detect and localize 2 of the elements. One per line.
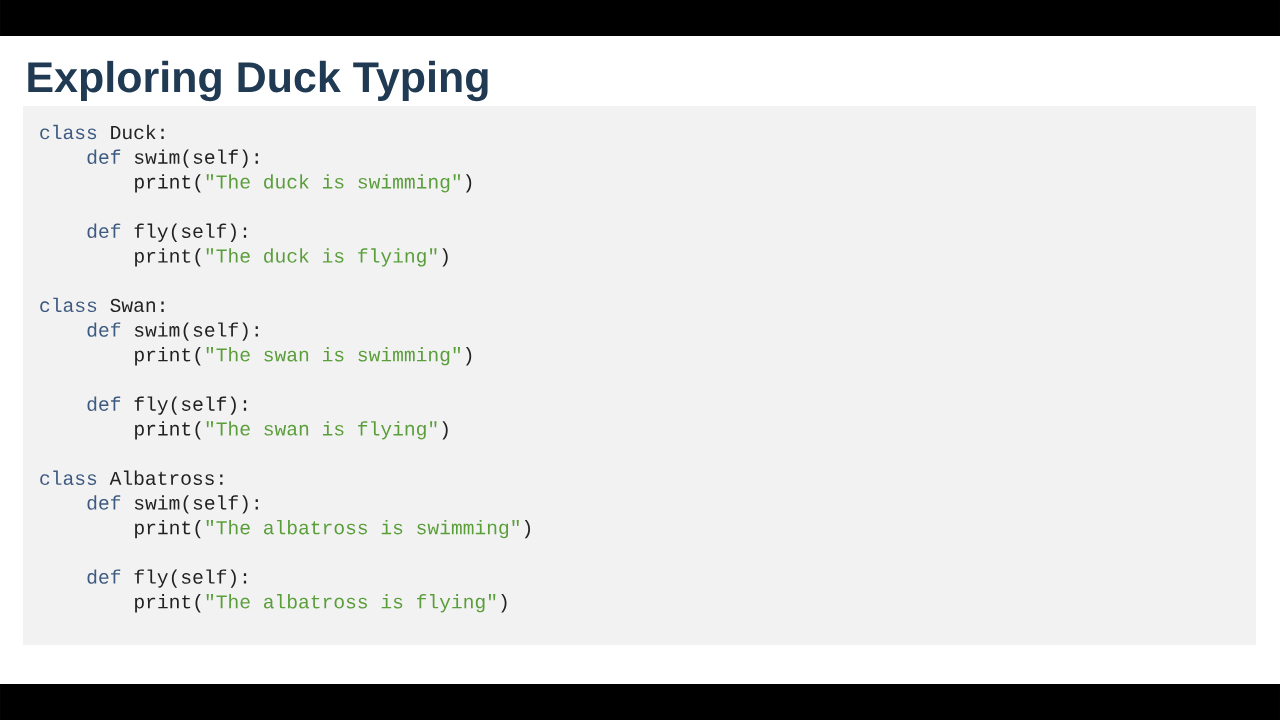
slide-title: Exploring Duck Typing	[28, 60, 488, 102]
code-block: class Duck: def swim(self): print( "The duck is swimming" ) def fly(self): print( "The duck is flying" ) class Swan: def swim(self): print( "The swan is swimming" ) def fly(self): print( "The swan is flying" ) class Albatross: def swim(self): print( "The albatross is swimming" ) def fly(self): print( "The albatross is flying" )	[23, 106, 1256, 645]
